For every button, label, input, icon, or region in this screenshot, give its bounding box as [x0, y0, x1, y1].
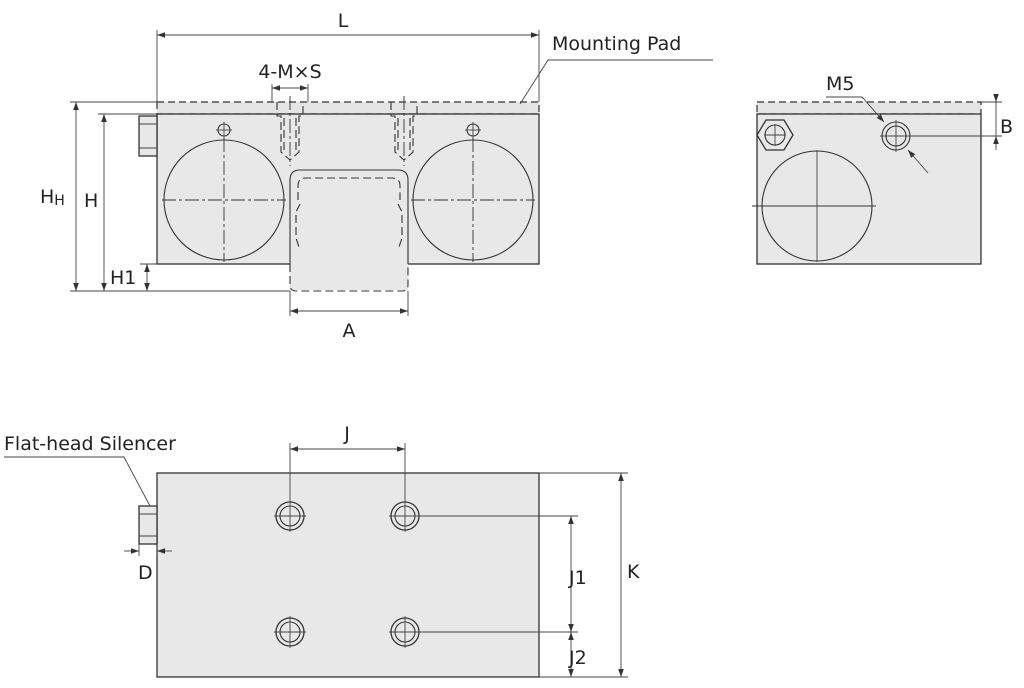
front-silencer [138, 115, 158, 157]
dim-H: H [84, 190, 98, 212]
silencer-label: Flat-head Silencer [4, 433, 176, 455]
dim-B: B [1000, 116, 1013, 138]
dim-J: J [343, 423, 350, 445]
dim-J2: J2 [568, 647, 587, 669]
top-hole-3 [274, 616, 306, 648]
dim-L: L [338, 10, 349, 32]
threaded-hole-right [390, 96, 418, 166]
top-silencer [138, 505, 158, 545]
dim-K: K [627, 561, 640, 583]
dim-D: D [138, 562, 153, 584]
top-hole-4 [389, 616, 421, 648]
top-view: Flat-head Silencer J J1 J2 [4, 423, 640, 678]
center-block [290, 170, 408, 290]
top-hole-2 [389, 500, 421, 532]
front-view: L Mounting Pad 4-M×S HH H H1 A [40, 10, 713, 342]
side-mounting-pad [756, 101, 982, 115]
dim-HH: HH [40, 186, 65, 209]
mounting-pad [156, 101, 540, 115]
thread-label: 4-M×S [258, 61, 321, 83]
dim-A: A [343, 320, 356, 342]
side-view: M5 B [752, 73, 1013, 265]
top-hole-1 [274, 500, 306, 532]
mounting-pad-label: Mounting Pad [552, 33, 681, 55]
port-label-M5: M5 [826, 73, 854, 95]
dim-J1: J1 [568, 567, 587, 589]
threaded-hole-left [276, 96, 304, 166]
top-body [156, 472, 540, 678]
dim-H1: H1 [110, 267, 136, 289]
